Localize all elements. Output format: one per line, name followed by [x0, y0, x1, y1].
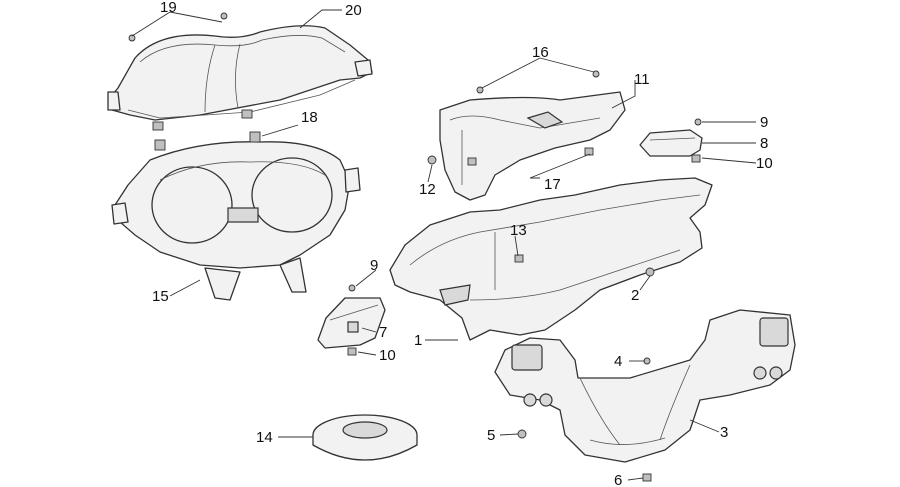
part-20-instrument-cover: [107, 25, 373, 131]
callout-17: 19: [160, 0, 177, 16]
hardware: [128, 12, 702, 482]
callout-10-top: 10: [756, 155, 773, 172]
callout-18: 18: [301, 109, 318, 126]
callout-10-bottom: 10: [379, 347, 396, 364]
part-1-front-shield: [389, 177, 713, 341]
part-7-plate: [317, 297, 386, 349]
part-19-round-base: [312, 414, 418, 461]
callout-20: 20: [345, 2, 362, 19]
part-3-handlebar-rear-cover: [494, 309, 796, 463]
callout-16: 15: [152, 288, 169, 305]
callout-15: 17: [544, 176, 561, 193]
callout-14: 16: [532, 44, 549, 61]
part-8-bracket: [639, 129, 703, 157]
callout-9-bottom: 9: [370, 257, 378, 274]
callout-8: 8: [760, 135, 768, 152]
callout-12: 12: [419, 181, 436, 198]
part-11-upper-cover: [439, 91, 626, 201]
callout-7: 7: [379, 324, 387, 341]
callout-4: 4: [614, 353, 622, 370]
leader-lines: [131, 9, 757, 481]
callout-11: 11: [634, 71, 650, 88]
callout-6: 6: [614, 472, 622, 487]
part-16-instrument-housing: [111, 131, 361, 301]
callout-1: 1: [414, 332, 422, 349]
callout-13: 13: [510, 222, 527, 239]
callout-5: 5: [487, 427, 495, 444]
callout-9-top: 9: [760, 114, 768, 131]
callout-19: 14: [256, 429, 273, 446]
callout-labels: 19 20 16 11 9 8 10 12 17 13 2 18 15 9 7 …: [152, 0, 773, 487]
callout-3: 3: [720, 424, 728, 441]
callout-2: 2: [631, 287, 639, 304]
